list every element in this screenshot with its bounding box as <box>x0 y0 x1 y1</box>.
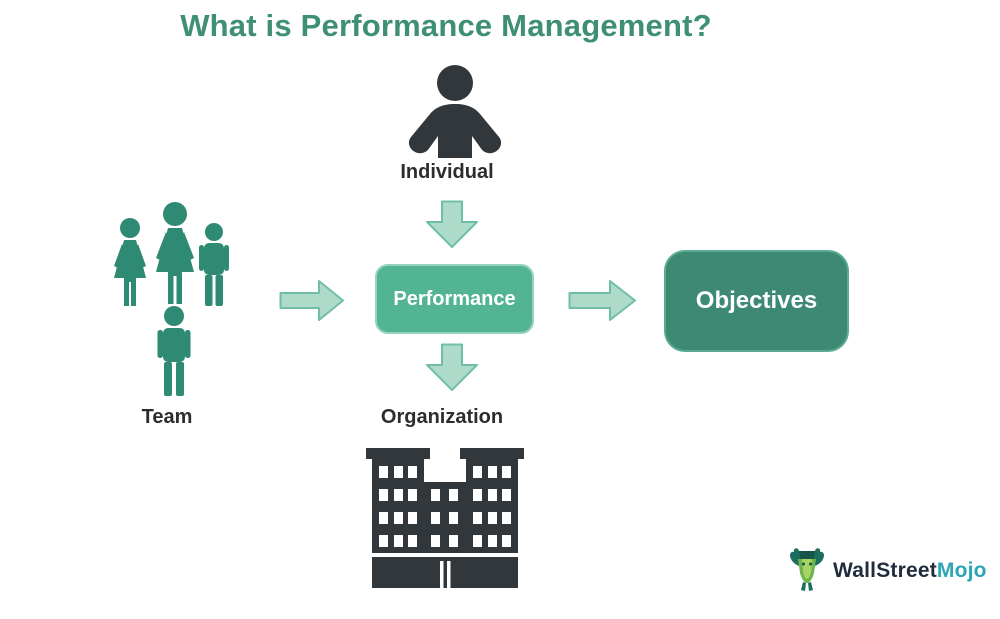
team-label: Team <box>141 406 193 428</box>
page-title: What is Performance Management? <box>180 8 712 43</box>
wallstreetmojo-logo: WallStreetMojo <box>786 544 987 597</box>
arrow-down-icon <box>424 343 480 397</box>
arrow-right-icon <box>568 278 638 328</box>
arrow-right-icon <box>279 278 346 328</box>
bull-mascot-icon <box>786 544 828 597</box>
objectives-label: Objectives <box>695 287 818 314</box>
building-icon <box>360 448 530 593</box>
organization-label: Organization <box>380 406 504 428</box>
performance-label: Performance <box>393 287 516 310</box>
performance-node: Performance <box>375 264 534 334</box>
individual-label: Individual <box>400 161 494 183</box>
objectives-node: Objectives <box>664 250 849 352</box>
team-icon <box>98 198 238 401</box>
logo-text-secondary: Mojo <box>936 558 987 582</box>
logo-text: WallStreetMojo <box>833 559 987 583</box>
logo-text-primary: WallStreet <box>833 558 937 582</box>
person-icon <box>403 62 507 163</box>
arrow-down-icon <box>424 200 480 254</box>
